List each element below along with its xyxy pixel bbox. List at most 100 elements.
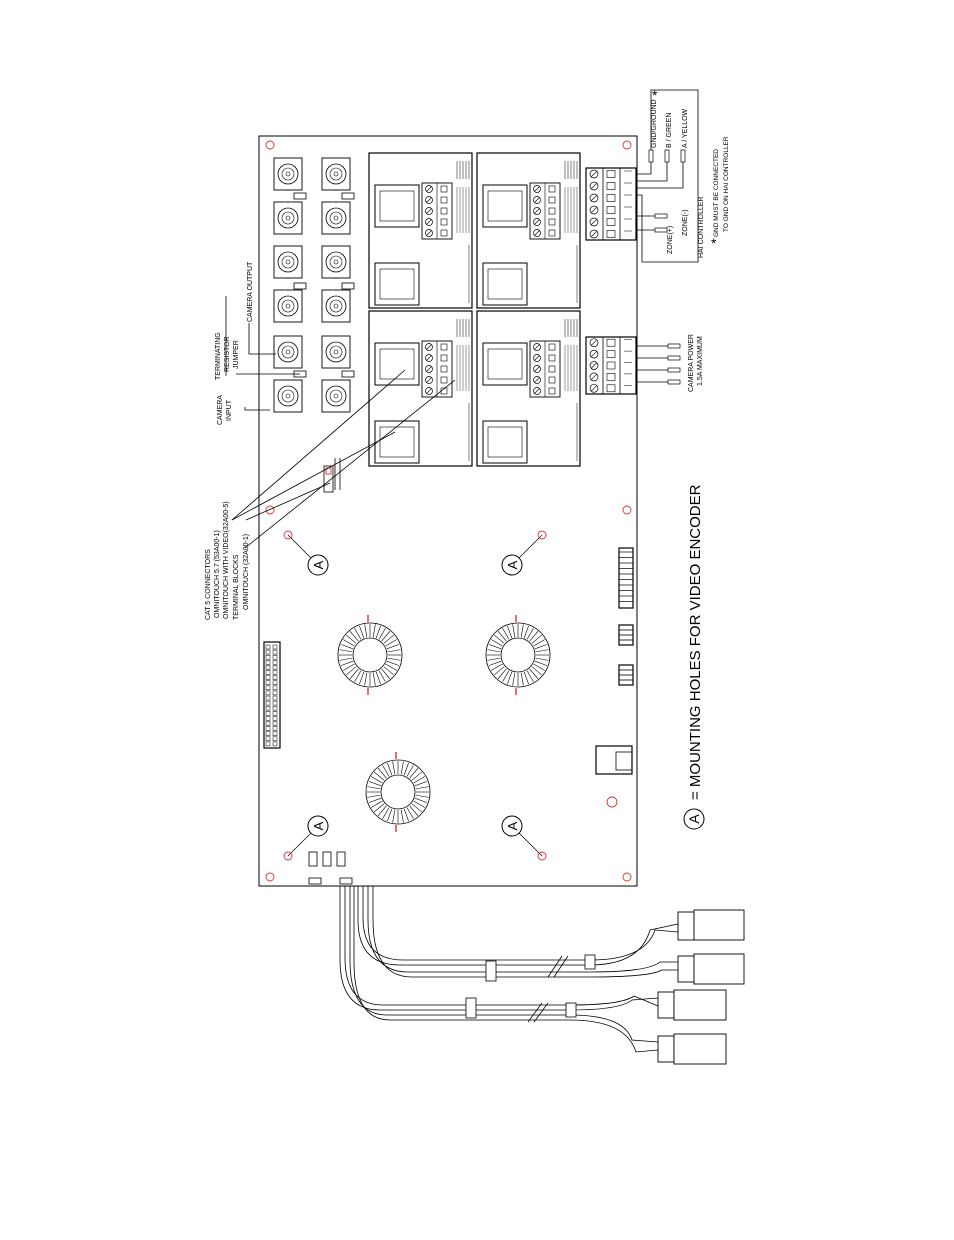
screw xyxy=(589,349,599,359)
screw xyxy=(533,365,541,373)
hai-wire-ferrules xyxy=(648,149,686,233)
label-cat5-2: OMNITOUCH 5.7 (53A00-1) xyxy=(214,530,221,618)
harness-ties xyxy=(465,954,596,1019)
header-pin xyxy=(272,665,278,670)
header-pin xyxy=(265,726,271,731)
terminal-slot xyxy=(606,384,616,393)
board-corner-holes xyxy=(265,140,632,882)
header-pin xyxy=(272,736,278,742)
toroid xyxy=(365,752,431,832)
bnc-jumper xyxy=(341,192,355,200)
camera-input-label-1: CAMERA xyxy=(217,395,224,425)
terminal-slot xyxy=(548,218,556,226)
header-pin xyxy=(272,695,278,701)
header-pin xyxy=(265,741,271,747)
rj45-jack-inner xyxy=(379,190,415,222)
bnc-connector xyxy=(273,157,303,191)
bnc-connector xyxy=(321,379,351,413)
screw xyxy=(425,207,433,215)
rj45-jack xyxy=(482,420,528,464)
hai-wires xyxy=(636,89,699,263)
screw xyxy=(425,354,433,362)
screw xyxy=(589,338,599,348)
terminating-label-1: TERMINATING xyxy=(215,332,222,380)
camera-power-label: CAMERA POWER xyxy=(688,334,695,392)
camera-power-wires xyxy=(636,345,668,383)
screw xyxy=(533,343,541,351)
gnd-ground-label: GND/GROUND xyxy=(651,99,658,148)
callout-leaders xyxy=(225,296,456,549)
terminal-slot xyxy=(606,338,616,347)
label-camera-input: CAMERA xyxy=(217,395,224,425)
screw xyxy=(589,361,599,370)
gnd-note-line-2: TO GND ON HAI CONTROLLER xyxy=(723,136,730,232)
spade-connectors xyxy=(657,909,745,1065)
screw xyxy=(589,372,599,382)
rj45-jack xyxy=(482,184,528,228)
rj45-jack-inner xyxy=(487,190,523,222)
header-pin xyxy=(272,705,278,711)
header-pin xyxy=(272,731,278,736)
label-gnd-note: GND MUST BE CONNECTED xyxy=(713,149,720,237)
zone-plus-label: ZONE(+) xyxy=(667,226,674,254)
screw xyxy=(589,193,599,203)
cat5-module-top-left xyxy=(368,152,473,309)
screw xyxy=(425,229,433,237)
rj45-jack xyxy=(482,342,528,386)
terminal-slot xyxy=(440,218,448,226)
terminal-slot xyxy=(548,229,556,237)
mounting-hole-marker: A xyxy=(283,815,329,861)
header-pin xyxy=(272,680,278,685)
header-pin xyxy=(265,654,271,660)
header-pin xyxy=(265,711,271,716)
terminal-slot xyxy=(548,185,556,193)
header-pin xyxy=(272,726,278,731)
bnc-jumper xyxy=(341,282,355,290)
pin-header xyxy=(263,641,281,749)
gnd-note-asterisk: * xyxy=(711,235,717,251)
header-pin xyxy=(265,665,271,670)
terminal-slot xyxy=(606,218,616,226)
label-camera-output: CAMERA OUTPUT xyxy=(247,261,254,322)
power-connector-small-2 xyxy=(618,664,634,686)
cat5-module-bottom-left xyxy=(368,310,473,467)
terminal-slot xyxy=(440,196,448,204)
screw xyxy=(425,218,433,226)
terminal-slot xyxy=(440,354,448,362)
camera-input-label-2: INPUT xyxy=(226,399,233,421)
cat5-module-bottom-right xyxy=(476,310,581,467)
camera-power-terminal-strip xyxy=(585,336,637,395)
terminal-slot xyxy=(606,194,616,202)
a-yellow-label: A / YELLOW xyxy=(682,108,689,148)
terminal-slot xyxy=(548,354,556,362)
header-pin xyxy=(265,716,271,721)
screw xyxy=(425,376,433,384)
header-pin xyxy=(272,685,278,691)
header-pin xyxy=(272,644,278,650)
hai-terminal-strip xyxy=(585,167,637,241)
screw xyxy=(533,196,541,204)
label-gnd: GND/GROUND xyxy=(651,99,658,148)
mounting-hole-marker: A xyxy=(283,530,329,576)
mounting-legend: A = MOUNTING HOLES FOR VIDEO ENCODER xyxy=(683,484,705,830)
terminal-slot xyxy=(548,387,556,395)
label-cat5-3: OMNITOUCH WITH VIDEO(32A00-5) xyxy=(223,501,230,619)
header-pin xyxy=(265,675,271,680)
dc-jack xyxy=(595,745,633,775)
terminal-slot xyxy=(548,343,556,351)
header-pin xyxy=(265,644,271,650)
rj45-jack-inner xyxy=(487,426,523,458)
label-b-green: B / GREEN xyxy=(666,113,673,148)
screw xyxy=(533,387,541,395)
cat5-omnitouch57-label: OMNITOUCH 5.7 (53A00-1) xyxy=(214,530,221,618)
terminal-slot xyxy=(606,361,616,370)
screw xyxy=(589,383,599,393)
label-camera-input-2: INPUT xyxy=(226,399,233,421)
header-pin xyxy=(272,700,278,706)
rj45-jack-inner xyxy=(379,426,415,458)
header-pin xyxy=(265,705,271,711)
bnc-jumper xyxy=(293,282,307,290)
cat5-connectors-label: CAT 5 CONNECTORS xyxy=(205,549,212,620)
label-camera-power-max: 1.5A MAXIMUM xyxy=(697,336,704,386)
